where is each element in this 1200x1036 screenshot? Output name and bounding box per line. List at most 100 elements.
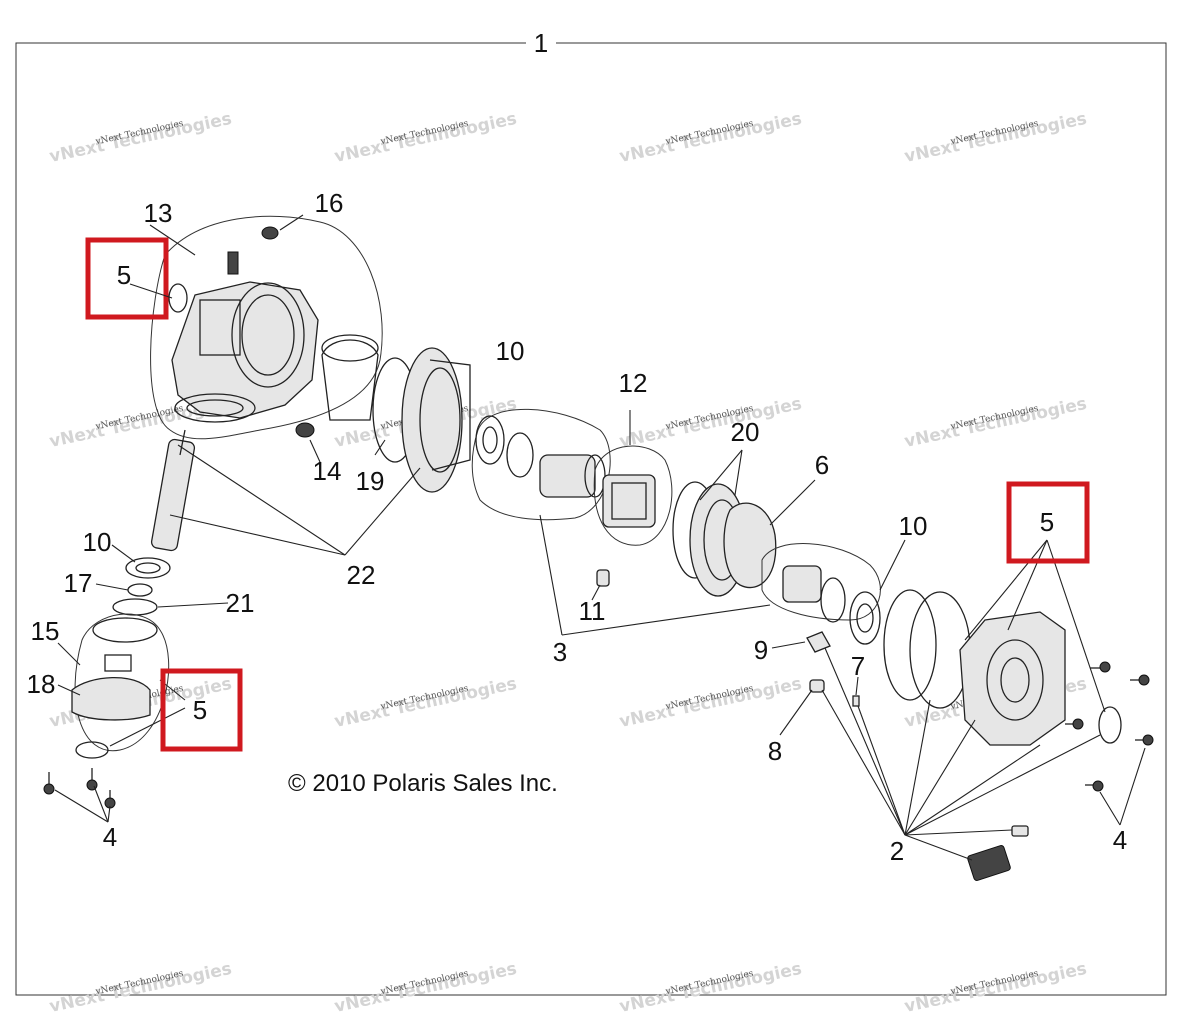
callout-4-right: 4: [1113, 825, 1127, 855]
watermark-large-text: vNext Technologies: [903, 109, 1089, 167]
seal-5-right: [1098, 706, 1122, 744]
watermark-large-text: vNext Technologies: [903, 394, 1089, 452]
pin-11: [596, 569, 610, 587]
callout-14: 14: [313, 456, 342, 486]
o-ring-right: [883, 589, 937, 701]
callout-10-lower: 10: [83, 527, 112, 557]
assembly-frame: 1: [15, 28, 1167, 996]
seal-5-lower: [75, 741, 109, 759]
ring-17: [127, 583, 153, 597]
seal-ring: [92, 617, 158, 643]
highlight-boxes: [85, 237, 1090, 752]
diff-race: [506, 432, 534, 478]
callout-4-left: 4: [103, 822, 117, 852]
breather-14: [295, 422, 315, 438]
ring-cup: [321, 339, 379, 421]
watermark-large-text: vNext Technologies: [333, 959, 519, 1017]
watermark-large-text: vNext Technologies: [618, 959, 804, 1017]
bolts-left: [43, 768, 116, 809]
callout-10-center: 10: [496, 336, 525, 366]
switch-2: [1011, 825, 1029, 837]
pin-7: [852, 695, 860, 707]
cap-16: [261, 226, 279, 240]
cover-18: [71, 676, 151, 721]
callout-9: 9: [754, 635, 768, 665]
diff-cage-12: [602, 474, 656, 528]
output-gear: [782, 565, 822, 603]
ring-gear-assembly: [372, 347, 471, 493]
pinion-shaft: [150, 438, 196, 552]
bearing-10-right: [849, 591, 881, 645]
callout-13: 13: [144, 198, 173, 228]
bearing-10-center: [475, 415, 505, 465]
plug-8: [809, 679, 825, 693]
callout-10-right: 10: [899, 511, 928, 541]
callout-21: 21: [226, 588, 255, 618]
diff-gear: [539, 454, 596, 498]
callout-2: 2: [890, 836, 904, 866]
callout-7: 7: [851, 651, 865, 681]
watermark-large-text: vNext Technologies: [618, 109, 804, 167]
lower-pinion-assembly: [43, 544, 229, 823]
callout-5-right: 5: [1040, 507, 1054, 537]
callout-8: 8: [768, 736, 782, 766]
differential-assembly: [471, 408, 906, 645]
watermark-large-text: vNext Technologies: [48, 109, 234, 167]
rear-cover-part: [959, 611, 1066, 746]
diff-group-outline: [471, 408, 611, 521]
watermark-large-text: vNext Technologies: [618, 394, 804, 452]
plate-6: [723, 502, 777, 589]
leads-22: [169, 444, 421, 556]
callout-18: 18: [27, 669, 56, 699]
front-housing-assembly: [149, 214, 383, 552]
sensor-9: [806, 631, 831, 653]
highlight-box-lower-left: [160, 668, 243, 752]
callout-20: 20: [731, 417, 760, 447]
callout-3: 3: [553, 637, 567, 667]
callout-1: 1: [534, 28, 548, 58]
ring-21: [112, 598, 158, 616]
cover-15-outline: [74, 613, 170, 752]
watermark-large-text: vNext Technologies: [618, 674, 804, 732]
connector-2: [967, 845, 1011, 881]
watermark-large-text: vNext Technologies: [333, 674, 519, 732]
bearing-10-lower: [125, 557, 171, 579]
diff-cage-outline: [593, 445, 673, 546]
callout-11: 11: [579, 596, 606, 626]
output-group-outline: [761, 543, 881, 621]
callout-6: 6: [815, 450, 829, 480]
bolts-right: [1065, 661, 1154, 792]
callout-17: 17: [64, 568, 93, 598]
callout-22: 22: [347, 560, 376, 590]
watermark-large-text: vNext Technologies: [333, 109, 519, 167]
callout-15: 15: [31, 616, 60, 646]
highlight-box-upper-left: [85, 237, 169, 320]
callout-5-lower-left: 5: [193, 695, 207, 725]
callout-5-upper-left: 5: [117, 260, 131, 290]
race-right: [820, 577, 846, 623]
ring-gear: [401, 347, 463, 493]
seal-5-upper: [168, 283, 188, 313]
watermark-large-text: vNext Technologies: [903, 959, 1089, 1017]
callout-labels: 13 16 5 10 12 20 6 10 5 14 19 22 10 17 2…: [27, 188, 1128, 866]
rear-cover-assembly: [771, 539, 1154, 881]
copyright-notice: © 2010 Polaris Sales Inc.: [288, 770, 558, 797]
callout-12: 12: [619, 368, 648, 398]
highlight-box-right: [1006, 481, 1090, 564]
callout-16: 16: [315, 188, 344, 218]
watermark-large-text: vNext Technologies: [48, 959, 234, 1017]
housing-outline-blob: [150, 215, 383, 440]
